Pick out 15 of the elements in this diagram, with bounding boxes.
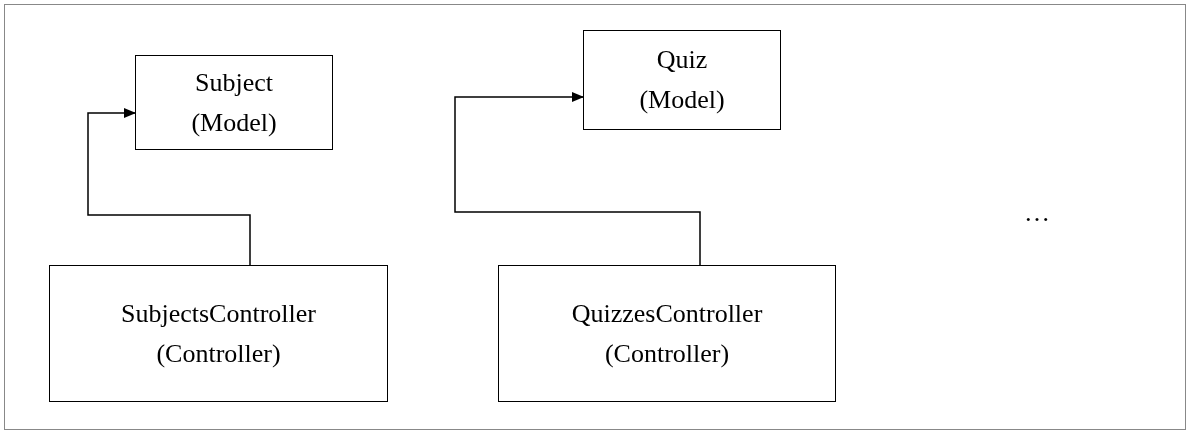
arrow (454, 92, 701, 266)
class-role: (Model) (639, 85, 725, 115)
class-role: (Controller) (604, 338, 730, 369)
class-name: Quiz (656, 45, 708, 75)
class-box (135, 55, 333, 150)
ellipsis-label: … (1024, 198, 1050, 228)
class-name: QuizzesController (571, 298, 763, 329)
class-name: Subject (195, 67, 273, 98)
class-role: (Model) (191, 107, 277, 138)
class-box (498, 265, 836, 402)
class-box (49, 265, 388, 402)
class-name: SubjectsController (121, 298, 316, 329)
class-role: (Controller) (156, 338, 281, 369)
class-box (583, 30, 781, 130)
arrow (87, 108, 251, 266)
